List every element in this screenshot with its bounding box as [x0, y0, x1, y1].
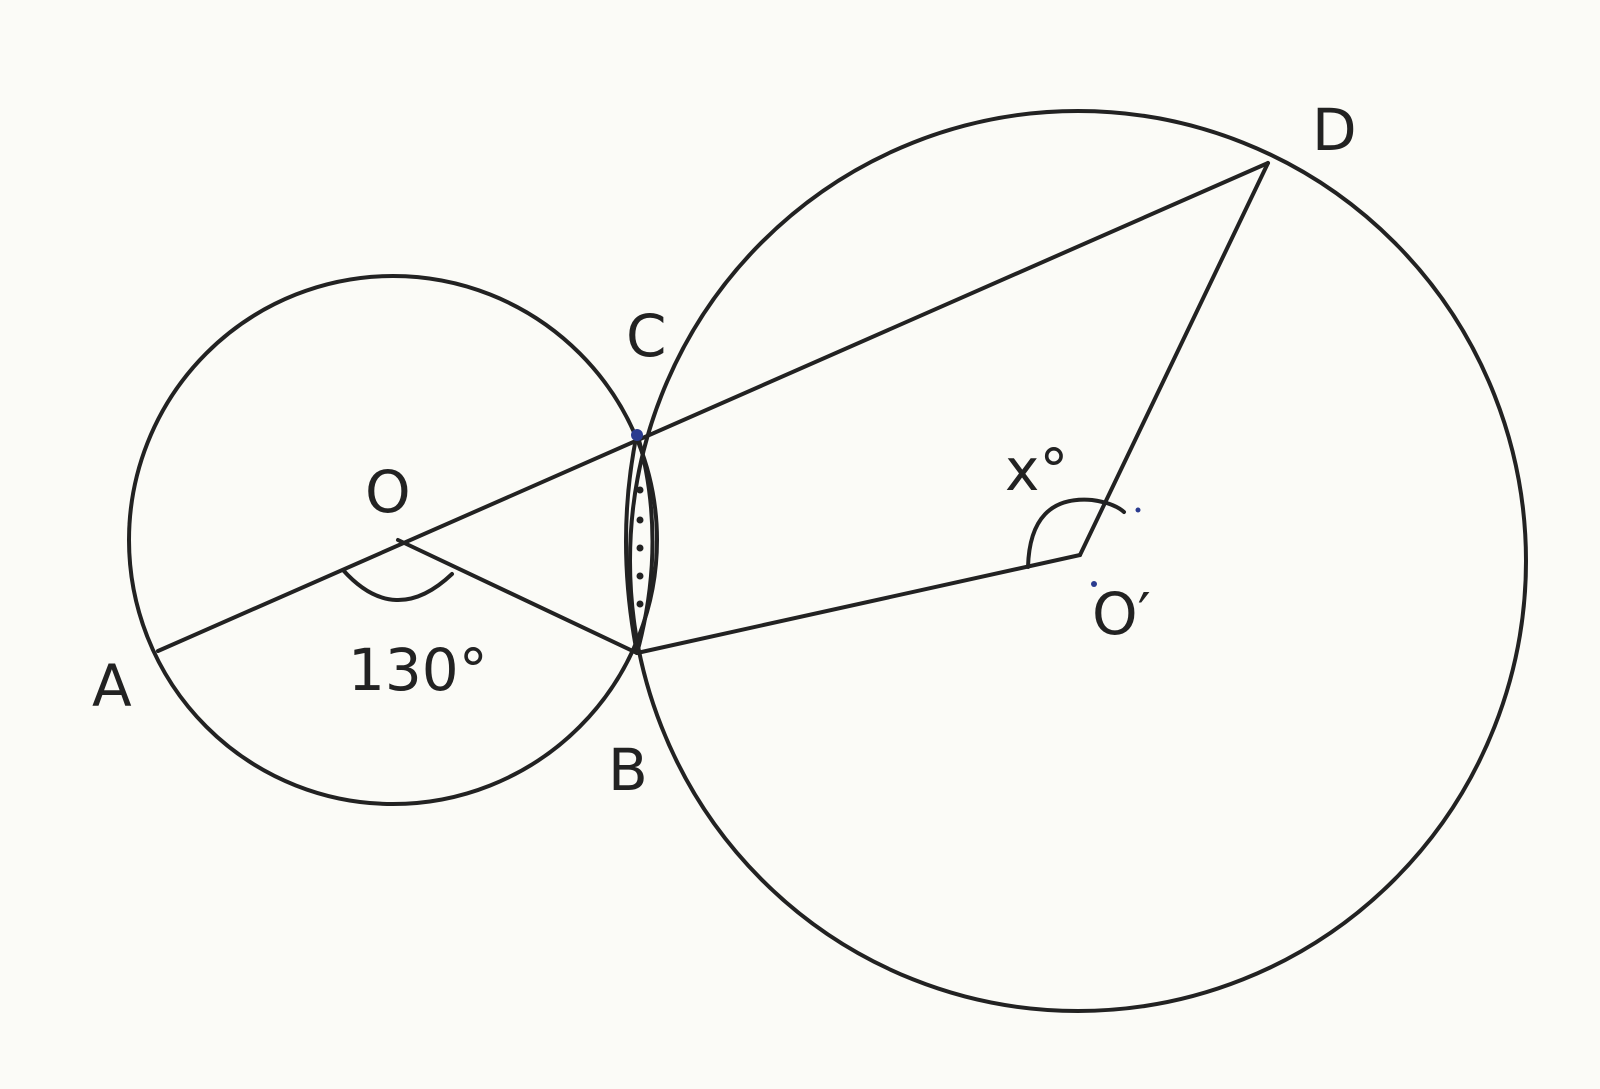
chord-cb-left-arc	[624, 431, 639, 655]
label-point-o-prime: O′	[1092, 580, 1151, 648]
segment-bo-prime	[635, 553, 1082, 655]
segment-o-prime-d	[1078, 161, 1270, 557]
small-circle	[127, 274, 659, 806]
label-point-d: D	[1312, 96, 1357, 164]
line-ad	[156, 161, 1270, 653]
lens-dot	[636, 544, 644, 552]
point-o-prime-mark-2	[1135, 507, 1141, 513]
label-angle-130: 130°	[348, 636, 488, 704]
lens-dot	[636, 486, 644, 494]
large-circle	[628, 109, 1528, 1013]
lens-dots	[636, 486, 644, 608]
label-point-b: B	[608, 736, 648, 804]
lens-dot	[636, 600, 644, 608]
point-o-prime-mark	[1091, 581, 1097, 587]
chord-cb-right-arc	[635, 431, 655, 655]
label-point-c: C	[626, 302, 667, 370]
label-point-a: A	[92, 652, 132, 720]
label-angle-x: x°	[1005, 436, 1068, 504]
label-point-o: O	[365, 458, 411, 526]
point-c-mark	[631, 429, 643, 441]
lens-dot	[636, 516, 644, 524]
lens-dot	[636, 572, 644, 580]
angle-arc-o-prime	[1026, 497, 1126, 569]
angle-arc-o	[341, 568, 454, 602]
segment-ob	[396, 538, 639, 655]
